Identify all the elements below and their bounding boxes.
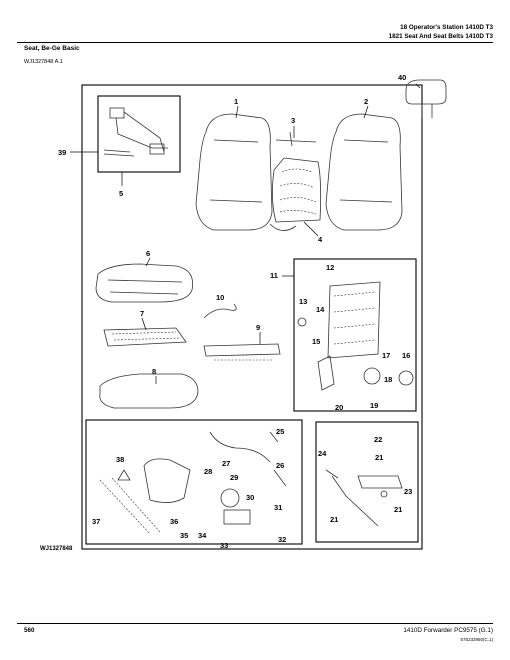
callout-36: 36 (170, 517, 178, 526)
callout-35: 35 (180, 531, 188, 540)
header-chapter: 18 Operator's Station 1410D T3 (400, 24, 493, 31)
footer-title: 1410D Forwarder PC9575 (G.1) (403, 627, 493, 634)
callout-33: 33 (220, 541, 228, 550)
mount-bracket-parts (325, 469, 403, 527)
callout-29: 29 (230, 473, 238, 482)
backrest-cushion-part (325, 113, 403, 231)
harness-parts (99, 431, 287, 535)
backrest-frame-part (297, 281, 414, 391)
callout-30: 30 (246, 493, 254, 502)
backrest-frame-box (293, 258, 417, 412)
callout-20: 20 (335, 403, 343, 412)
seat-heater-part (103, 327, 187, 347)
callout-14: 14 (316, 305, 325, 314)
callout-15: 15 (312, 337, 320, 346)
callout-12: 12 (326, 263, 334, 272)
callout-16: 16 (402, 351, 410, 360)
callout-21c: 21 (394, 505, 402, 514)
callout-19: 19 (370, 401, 378, 410)
section-id: WJ1327848 A.1 (24, 59, 63, 65)
callout-13: 13 (299, 297, 307, 306)
callout-9: 9 (256, 323, 260, 332)
diagram-frame (81, 84, 423, 550)
callout-31: 31 (274, 503, 282, 512)
seatbelt-frame (97, 95, 181, 173)
figure-label: WJ1327848 (40, 546, 73, 552)
seat-base-part (99, 373, 199, 409)
heater-element-part (272, 157, 322, 223)
callout-24: 24 (318, 449, 327, 458)
callout-2: 2 (364, 97, 368, 106)
callout-17: 17 (382, 351, 390, 360)
callout-34: 34 (198, 531, 207, 540)
callout-21a: 21 (375, 453, 383, 462)
harness-frame-box (85, 419, 303, 545)
page-number: 560 (24, 627, 35, 634)
callout-25: 25 (276, 427, 284, 436)
header-divider (17, 42, 493, 43)
backrest-cover-part (195, 113, 273, 231)
mount-frame-box (315, 421, 419, 543)
header-group: 1821 Seat And Seat Belts 1410D T3 (388, 33, 493, 40)
callout-37: 37 (92, 517, 100, 526)
seatbelt-part (103, 107, 168, 157)
callout-32: 32 (278, 535, 286, 544)
wire-part (203, 303, 237, 319)
callout-21b: 21 (330, 515, 338, 524)
callout-6: 6 (146, 249, 150, 258)
callout-39: 39 (58, 148, 66, 157)
callout-27: 27 (222, 459, 230, 468)
callout-4: 4 (318, 235, 323, 244)
footer-code: 575232950(C.1) (460, 637, 493, 642)
callout-11: 11 (270, 271, 278, 280)
callout-38: 38 (116, 455, 124, 464)
callout-1: 1 (234, 97, 238, 106)
callout-8: 8 (152, 367, 156, 376)
section-title: Seat, Be-Ge Basic (24, 45, 80, 52)
callout-40: 40 (398, 73, 406, 82)
footer-divider (17, 623, 493, 624)
callout-3: 3 (291, 116, 295, 125)
callout-5: 5 (119, 189, 123, 198)
callout-18: 18 (384, 375, 392, 384)
seat-cushion-part (95, 263, 194, 303)
slide-rail-part (203, 343, 281, 357)
callout-22: 22 (374, 435, 382, 444)
callout-23: 23 (404, 487, 412, 496)
callout-7: 7 (140, 309, 144, 318)
callout-26: 26 (276, 461, 284, 470)
headrest-part (405, 79, 447, 118)
callout-10: 10 (216, 293, 224, 302)
callout-28: 28 (204, 467, 212, 476)
